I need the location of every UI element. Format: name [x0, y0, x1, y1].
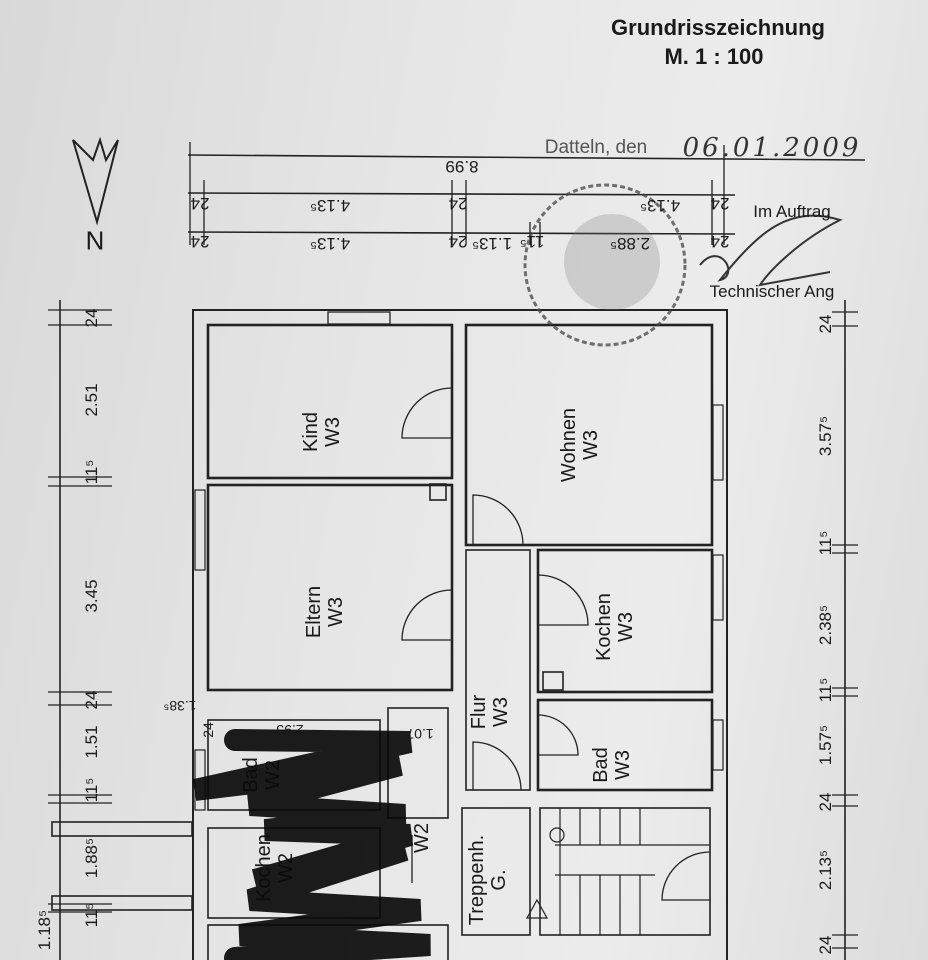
dim-label: 11⁵ [82, 777, 101, 803]
dim-label: 2.95 [276, 722, 304, 738]
room-unit: W3 [322, 417, 344, 447]
redaction-scribble [192, 729, 431, 960]
room-unit: G. [488, 869, 510, 891]
room-treppenhaus: Treppenh.G. [466, 835, 510, 925]
dim-label: 2.13⁵ [816, 849, 835, 891]
official-stamp [523, 183, 687, 347]
room-name: Treppenh. [466, 834, 488, 926]
room-unit: W3 [580, 430, 602, 461]
room-name: Eltern [303, 585, 325, 639]
dim-label: 1.51 [82, 725, 101, 759]
dim-label: 3.45 [82, 579, 101, 613]
dim-label: 11⁵ [82, 459, 101, 485]
room-name: Flur [468, 694, 490, 730]
room-unit: W2 [411, 823, 433, 853]
place-date-label: Datteln, den [544, 137, 648, 158]
dim-label: 3.57⁵ [816, 415, 835, 457]
dim-label: 1.13⁵ [471, 234, 513, 253]
dim-label: 1.18⁵ [35, 909, 54, 951]
dim-label: 4.13⁵ [639, 196, 681, 215]
room-name: Wohnen [558, 407, 580, 483]
on-behalf-label: Im Auftrag [753, 202, 831, 221]
approval-date: 06.01.2009 [682, 133, 862, 163]
drawing-title: Grundrisszeichnung [611, 15, 825, 40]
dim-label: 24 [448, 232, 468, 251]
dim-label: 4.13⁵ [309, 196, 351, 215]
room-w2: W2 [411, 823, 433, 853]
dim-label: 24 [200, 722, 216, 738]
room-name: Bad [590, 747, 612, 783]
room-unit: W3 [490, 697, 512, 728]
room-unit: W3 [325, 597, 347, 627]
dim-label: 24 [710, 232, 730, 251]
dim-top-total: 8.99 [445, 157, 479, 176]
dim-label: 11⁵ [82, 902, 101, 928]
drawing-scale: M. 1 : 100 [664, 44, 764, 69]
room-name: Kind [300, 411, 322, 453]
role-label: Technischer Ang [709, 282, 835, 301]
signature [699, 214, 843, 287]
dim-label: 2.38⁵ [816, 604, 835, 646]
north-label: N [85, 225, 105, 256]
dim-label: 24 [82, 690, 101, 710]
dim-label: 24 [816, 935, 835, 955]
dim-label: 4.13⁵ [309, 234, 351, 253]
dim-label: 24 [816, 314, 835, 334]
dim-label: 24 [190, 194, 210, 213]
dim-label: 11⁵ [816, 677, 835, 703]
dim-label: 24 [816, 792, 835, 812]
dim-label: 1.88⁵ [82, 837, 101, 879]
room-unit: W3 [612, 750, 634, 780]
dim-label: 24 [82, 308, 101, 328]
room-unit: W3 [615, 612, 637, 642]
room-name: Kochen [593, 593, 615, 661]
dim-label: 2.88⁵ [609, 234, 651, 253]
dim-label: 1.07 [406, 726, 434, 742]
dim-label: 1.38⁵ [163, 698, 197, 714]
dim-label: 1.57⁵ [816, 724, 835, 766]
dim-label: 24 [190, 232, 210, 251]
north-arrow-icon [72, 136, 119, 226]
dim-label: 24 [710, 194, 730, 213]
dim-label: 11⁵ [816, 530, 835, 556]
dim-label: 2.51 [82, 383, 101, 417]
dim-label: 24 [448, 194, 468, 213]
dim-label: 11⁵ [519, 232, 545, 251]
